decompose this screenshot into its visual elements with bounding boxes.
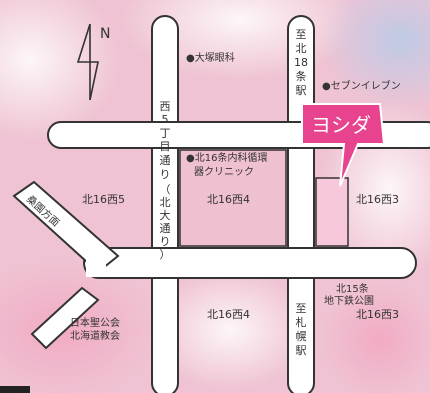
to-sapporo-station-label: 至 札 幌 駅 (296, 302, 307, 357)
background-blossom (320, 280, 430, 393)
to-kita18-station-label: 至 北 18 条 駅 (294, 28, 308, 97)
svg-text:駅: 駅 (296, 344, 307, 357)
svg-text:至: 至 (296, 302, 307, 315)
seven-eleven-label: ●セブンイレブン (322, 79, 401, 92)
station-label-line2: 地下鉄公園 (324, 294, 374, 307)
block-label-n16w3-lower: 北16西3 (356, 308, 399, 321)
block-n16w4 (179, 149, 287, 247)
svg-text:丁: 丁 (160, 127, 171, 140)
yoshida-building (315, 177, 349, 247)
road-north16-lower (83, 247, 417, 279)
west5-road-label: 西 5 丁 目 通 り （ 北 大 通 り ） (160, 100, 171, 261)
svg-text:西: 西 (160, 100, 171, 113)
block-label-n16w3-upper: 北16西3 (356, 193, 399, 206)
background-blossom (320, 0, 430, 110)
svg-text:北: 北 (296, 42, 307, 55)
svg-text:条: 条 (296, 69, 307, 83)
yoshida-callout-label: ヨシダ (311, 113, 371, 137)
church-label-line1: 日本聖公会 (70, 316, 120, 329)
svg-text:5: 5 (162, 113, 169, 126)
svg-text:り: り (160, 168, 171, 181)
svg-text:至: 至 (296, 28, 307, 41)
svg-text:目: 目 (160, 140, 171, 153)
clinic-label-line1: ●北16条内科循環 (186, 151, 267, 164)
otsuka-eye-clinic-label: ●大塚眼科 (186, 51, 235, 64)
clinic-label-line2: 器クリニック (194, 166, 254, 178)
svg-text:り: り (160, 235, 171, 248)
block-label-n16w5: 北16西5 (82, 193, 125, 206)
church-label-line2: 北海道教会 (70, 329, 120, 342)
yoshida-callout: ヨシダ (301, 103, 386, 187)
north-label: N (100, 26, 110, 42)
background-blossom (150, 270, 310, 390)
svg-text:（: （ (160, 183, 171, 196)
yoshida-callout-bubble (301, 103, 386, 187)
svg-text:）: ） (160, 248, 171, 261)
block-label-n16w4-lower: 北16西4 (207, 308, 250, 321)
church-building (30, 286, 100, 350)
svg-text:大: 大 (160, 208, 171, 222)
svg-text:通: 通 (160, 222, 171, 235)
station-label-line1: 北15条 (336, 282, 369, 295)
svg-text:幌: 幌 (296, 329, 307, 343)
svg-text:駅: 駅 (296, 84, 307, 97)
svg-text:札: 札 (296, 316, 307, 329)
block-label-n16w4-upper: 北16西4 (207, 193, 250, 206)
road-west5 (151, 15, 179, 393)
north-arrow-icon (76, 23, 99, 101)
background-blossom (0, 260, 160, 393)
svg-text:通: 通 (160, 154, 171, 167)
svg-text:北: 北 (160, 196, 171, 209)
corner-logo-mark (0, 386, 30, 393)
svg-text:18: 18 (294, 56, 308, 69)
